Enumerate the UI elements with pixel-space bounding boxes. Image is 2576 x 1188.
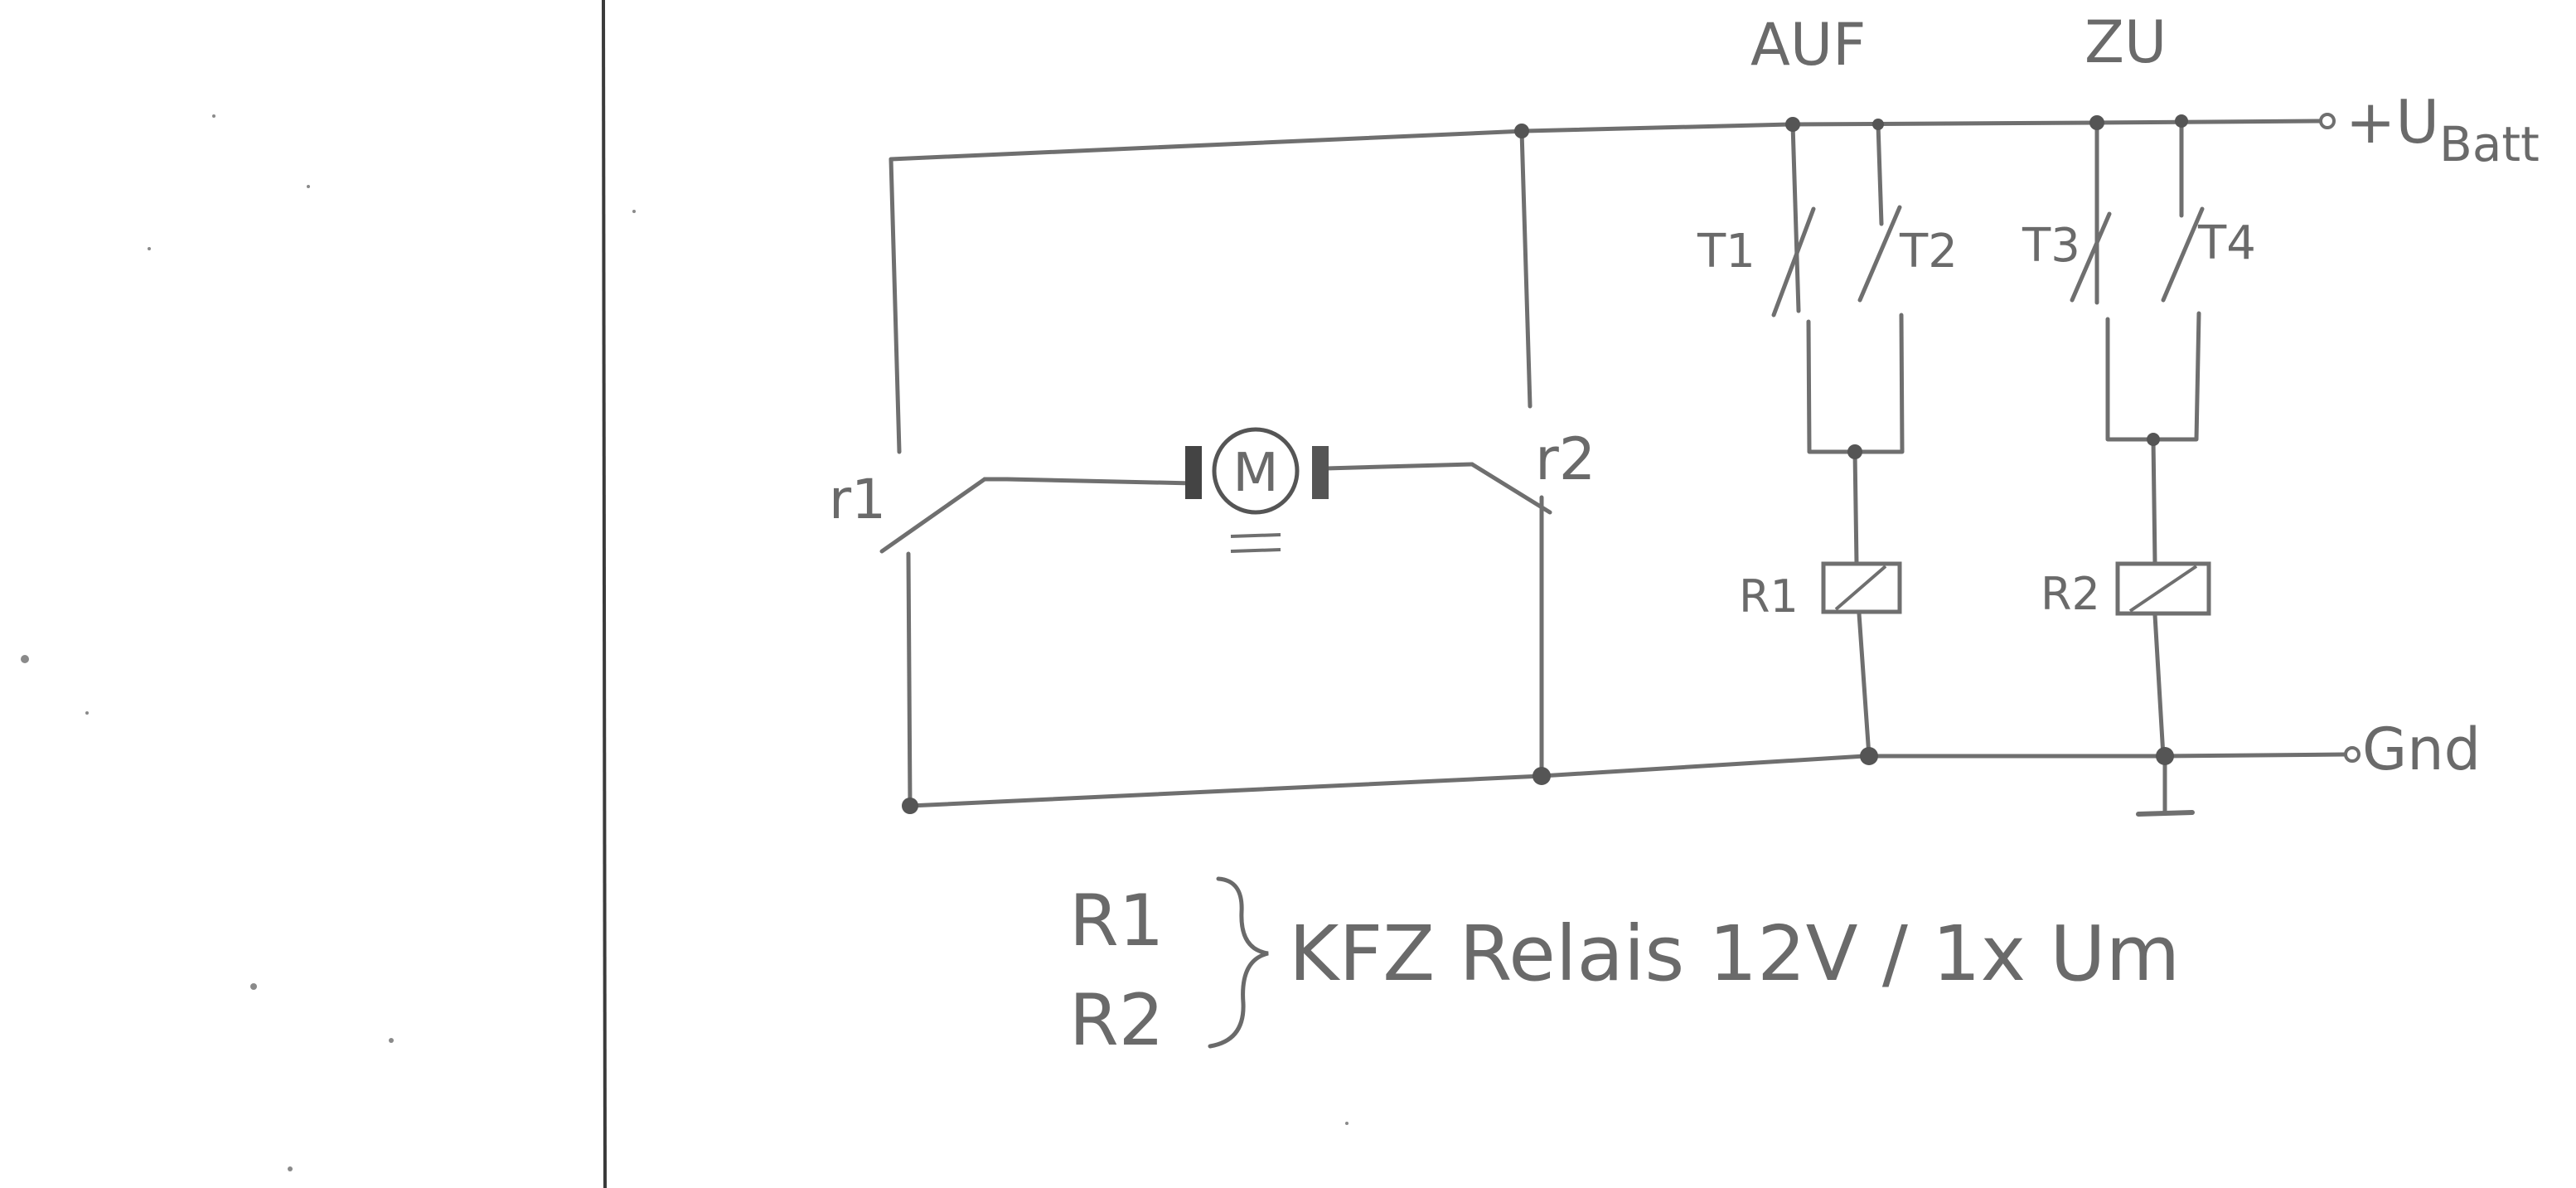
circuit-wires [879, 119, 2348, 817]
r1-contact-label: r1 [829, 468, 886, 531]
zu-label: ZU [2085, 8, 2167, 76]
r1-coil-label: R1 [1739, 570, 1799, 623]
gnd-label: Gnd [2362, 715, 2481, 783]
t3-label: T3 [2022, 219, 2080, 273]
paper-specks [21, 114, 1349, 1171]
t4-label: T4 [2197, 216, 2256, 270]
ubatt-label: +UBatt [2346, 87, 2540, 172]
junction-dots [902, 114, 2188, 814]
motor-label: M [1232, 443, 1278, 504]
relay-coil-r2 [2115, 561, 2211, 616]
r2-coil-label: R2 [2041, 568, 2100, 620]
r2-contact-label: r2 [1535, 425, 1595, 493]
note-r2: R2 [1069, 979, 1164, 1062]
gnd-terminal [2344, 746, 2361, 763]
page-margin-line [602, 0, 607, 1188]
auf-label: AUF [1750, 11, 1866, 79]
component-labels: AUF ZU T1 T2 T3 T4 r1 r2 R1 R2 +UBatt Gn… [829, 8, 2540, 783]
relay-note: R1 R2 KFZ Relais 12V / 1x Um [1069, 876, 2180, 1062]
ubatt-terminal [2319, 113, 2336, 129]
t1-label: T1 [1697, 225, 1755, 279]
t2-label: T2 [1899, 225, 1958, 279]
note-brace [1208, 876, 1269, 1049]
note-text: KFZ Relais 12V / 1x Um [1289, 909, 2180, 998]
ubatt-subscript: Batt [2439, 116, 2540, 172]
note-r1: R1 [1069, 880, 1164, 963]
relay-coil-r1 [1821, 561, 1902, 614]
motor-symbol: M [1185, 427, 1329, 553]
